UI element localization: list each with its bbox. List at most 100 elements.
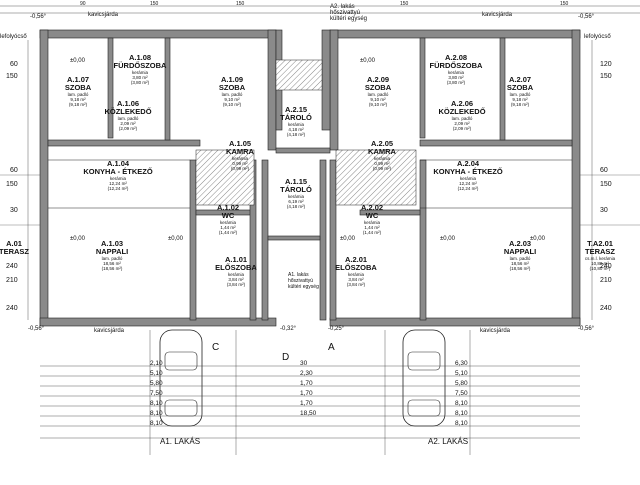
kavicsjarda-label-top-right: kavicsjárda — [482, 12, 513, 18]
elevation-top-right: -0,56° — [578, 14, 595, 20]
elevation-bottom-right: -0,56° — [578, 326, 595, 332]
room-id: A.2.03 — [509, 239, 531, 248]
right-side-dims: 120 150 60 150 30 240 210 240 — [591, 40, 612, 320]
lefolyocso-label-left: lefolyócső — [0, 34, 27, 40]
room-floor: kerámia — [232, 156, 249, 161]
axis-a: A — [328, 342, 335, 353]
lakas-a1-label: A1. LAKÁS — [160, 437, 200, 446]
room-area: 9,10 m² — [224, 97, 240, 102]
room-id: A.2.06 — [451, 99, 473, 108]
elevation-zero: ±0,00 — [360, 58, 376, 64]
top-dimension-lines: 90 150 150 150 150 — [0, 1, 640, 14]
a2-heatpump-note-1: A2. lakás — [330, 4, 355, 10]
room-area2: (18,56 m²) — [510, 266, 531, 271]
room-floor: kerámia — [110, 176, 127, 181]
room-area2: (0,99 m²) — [373, 166, 392, 171]
room-area: 2,09 m² — [120, 121, 136, 126]
dim-right-value: 7,50 — [455, 390, 468, 397]
room-area2: (12,24 m²) — [108, 186, 129, 191]
room-area: 18,56 m² — [103, 261, 121, 266]
room-id: A.1.15 — [285, 177, 307, 186]
room-name: KONYHA - ÉTKEZŐ — [433, 167, 502, 176]
dim-right-value: 8,10 — [455, 400, 468, 407]
room-area2: (12,24 m²) — [458, 186, 479, 191]
room-floor: lam. padló — [68, 92, 89, 97]
top-dim-1: 90 — [80, 1, 86, 7]
room-area2: (4,18 m²) — [287, 204, 306, 209]
room-area: 10,80 m² — [591, 261, 609, 266]
room-floor: lam. padló — [118, 116, 139, 121]
svg-text:150: 150 — [600, 73, 612, 80]
room-name: NAPPALI — [504, 247, 536, 256]
room-floor: kerámia — [228, 272, 245, 277]
dim-left-value: 2,10 — [150, 360, 163, 367]
room-name: SZOBA — [507, 83, 534, 92]
room-area2: (3,80 m²) — [131, 80, 150, 85]
room-area2: (9,10 m²) — [223, 102, 242, 107]
dim-mid-value: 1,70 — [300, 380, 313, 387]
svg-text:240: 240 — [6, 263, 18, 270]
room-name: TERASZ — [0, 247, 29, 256]
room-area2: (1,44 m²) — [219, 230, 238, 235]
elevation-top-left: -0,56° — [30, 14, 47, 20]
room-area2: (2,09 m²) — [453, 126, 472, 131]
room-name: KÖZLEKEDŐ — [438, 107, 485, 116]
room-area: 2,09 m² — [454, 121, 470, 126]
room-floor: kerámia — [364, 220, 381, 225]
dim-right-value: 6,30 — [455, 360, 468, 367]
svg-text:150: 150 — [150, 1, 159, 7]
room-floor: kerámia — [220, 220, 237, 225]
room-id: A.1.04 — [107, 159, 130, 168]
room-area: 1,44 m² — [220, 225, 236, 230]
room-name: FÜRDŐSZOBA — [430, 61, 483, 70]
room-area2: (1,44 m²) — [363, 230, 382, 235]
dim-mid-value: 2,30 — [300, 370, 313, 377]
site-labels: kavicsjárda kavicsjárda lefolyócső lefol… — [0, 4, 611, 334]
elevation-zero: ±0,00 — [70, 58, 86, 64]
room-id: A.2.05 — [371, 139, 393, 148]
room-id: A.2.04 — [457, 159, 480, 168]
room-floor: lam. padló — [510, 256, 531, 261]
stair-area — [195, 59, 417, 206]
room-floor: lam. padló — [368, 92, 389, 97]
room-area: 18,56 m² — [511, 261, 529, 266]
left-dim: 60 — [10, 61, 18, 68]
room-name: WC — [222, 211, 235, 220]
room-floor: lam. padló — [510, 92, 531, 97]
room-area: 3,80 m² — [448, 75, 464, 80]
room-floor: kerámia — [348, 272, 365, 277]
room-name: KONYHA - ÉTKEZŐ — [83, 167, 152, 176]
room-area2: (4,18 m²) — [287, 132, 306, 137]
room-name: ELŐSZOBA — [215, 263, 257, 272]
room-area2: (18,56 m²) — [102, 266, 123, 271]
dim-mid-value: 30 — [300, 360, 308, 367]
room-area: 0,99 m² — [374, 161, 390, 166]
a1-heatpump-note-1: A1. lakás — [288, 272, 309, 278]
room-area: 9,18 m² — [512, 97, 528, 102]
lefolyocso-label-right: lefolyócső — [584, 34, 611, 40]
dim-right-value: 5,10 — [455, 370, 468, 377]
room-floor: kerámia — [374, 156, 391, 161]
room-area2: (9,18 m²) — [511, 102, 530, 107]
room-floor: kerámia — [448, 70, 465, 75]
svg-text:210: 210 — [6, 277, 18, 284]
room-area: 9,10 m² — [370, 97, 386, 102]
room-area2: (9,10 m²) — [369, 102, 388, 107]
room-floor: lam. padló — [102, 256, 123, 261]
svg-text:150: 150 — [6, 181, 18, 188]
dim-left-value: 8,10 — [150, 420, 163, 427]
dim-mid-value: 1,70 — [300, 400, 313, 407]
room-area2: (10,80 m²) — [590, 266, 611, 271]
